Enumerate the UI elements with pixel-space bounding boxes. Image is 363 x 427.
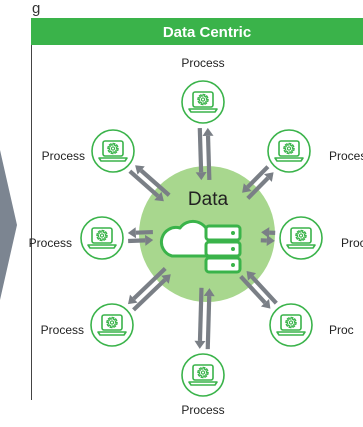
process-node: Process (181, 56, 225, 124)
flow-arrow (203, 288, 215, 350)
process-label: Process (181, 56, 224, 70)
process-node: Process (279, 216, 363, 260)
flow-arrow (128, 266, 167, 305)
flow-arrow (202, 127, 214, 180)
process-node: Process (29, 216, 124, 260)
process-node-circle (279, 216, 323, 260)
flow-arrow (260, 235, 275, 247)
process-node-circle (90, 303, 134, 347)
flow-arrow (194, 287, 206, 349)
process-node-circle (269, 303, 313, 347)
header-title: Data Centric (163, 24, 251, 41)
chevron-right-icon (0, 150, 17, 300)
flow-arrow (128, 234, 154, 246)
process-node-circle (80, 216, 124, 260)
process-nodes-layer: ProcessProcessProcessProcProcessProcessP… (29, 56, 363, 417)
arrows-layer (127, 127, 278, 350)
laptop-gear-icon (188, 91, 218, 113)
process-label: Process (41, 323, 84, 337)
flow-arrow (195, 128, 207, 181)
process-node: Process (41, 303, 134, 347)
process-label: Process (341, 236, 363, 250)
flow-arrow (239, 274, 271, 309)
laptop-gear-icon (87, 227, 117, 249)
flow-arrow (246, 270, 278, 305)
process-node-circle (181, 353, 225, 397)
laptop-gear-icon (286, 227, 316, 249)
database-icon (204, 224, 242, 274)
laptop-gear-icon (97, 314, 127, 336)
laptop-gear-icon (276, 314, 306, 336)
header-bar (31, 18, 363, 45)
process-node-circle (181, 80, 225, 124)
partial-caption: g (32, 0, 40, 17)
center-label: Data (188, 189, 229, 210)
flow-arrow (246, 172, 274, 200)
flow-arrow (242, 165, 270, 193)
process-label: Proc (329, 323, 354, 337)
process-node-circle (267, 129, 311, 173)
process-node: Proc (269, 303, 354, 347)
process-label: Process (181, 403, 224, 417)
process-node-circle (91, 129, 135, 173)
process-node: Process (181, 353, 225, 417)
process-label: Process (42, 149, 85, 163)
flow-arrow (128, 169, 164, 202)
process-label: Process (329, 149, 363, 163)
flow-arrow (135, 165, 171, 197)
process-node: Process (267, 129, 363, 173)
process-node: Process (42, 129, 135, 173)
laptop-gear-icon (98, 140, 128, 162)
flow-arrow (127, 227, 153, 239)
laptop-gear-icon (274, 140, 304, 162)
laptop-gear-icon (188, 364, 218, 386)
process-label: Process (29, 236, 72, 250)
flow-arrow (132, 274, 171, 312)
